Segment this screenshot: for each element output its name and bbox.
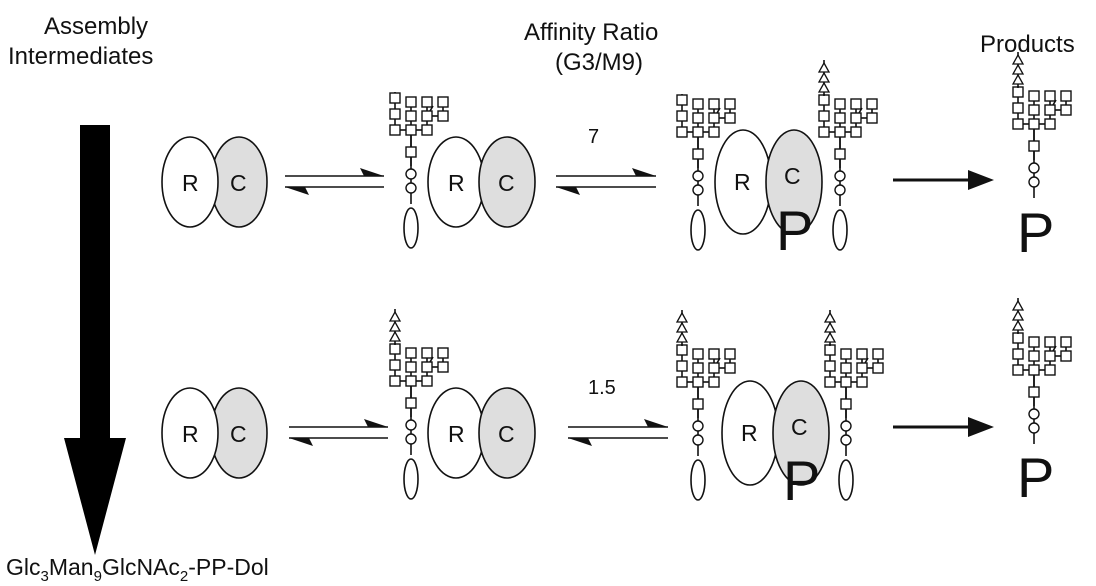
subunit-r-label: R: [448, 170, 465, 196]
formula-glcnac-sub: 2: [180, 568, 188, 585]
header-affinity-line2: (G3/M9): [555, 49, 643, 76]
product-p-label: P: [1017, 446, 1054, 509]
formula-glcnac: GlcNAc: [102, 554, 180, 580]
product-p-label: P: [776, 199, 813, 262]
product-p-label: P: [1017, 201, 1054, 264]
subunit-c-label: C: [498, 170, 515, 196]
formula-tail: -PP-Dol: [188, 554, 269, 580]
precursor-formula: Glc3Man9GlcNAc2-PP-Dol: [6, 554, 269, 585]
affinity-ratio-value: 1.5: [588, 377, 616, 399]
forward-arrow: [893, 170, 994, 190]
subunit-c: [478, 387, 536, 479]
equilibrium-arrow: [568, 419, 668, 446]
equilibrium-arrow: [289, 419, 388, 446]
row-2: R C R C 1.5 R C P: [161, 298, 1071, 512]
subunit-c: [765, 129, 823, 235]
subunit-r-label: R: [741, 420, 758, 446]
header-assembly-line2: Intermediates: [8, 43, 153, 70]
equilibrium-arrow: [556, 168, 656, 195]
product-p-label: P: [783, 449, 820, 512]
subunit-r-label: R: [182, 170, 199, 196]
header-assembly-line1: Assembly: [44, 13, 148, 40]
subunit-c-label: C: [498, 421, 515, 447]
formula-glc: Glc: [6, 554, 41, 580]
product-glycan-icon: [1013, 52, 1071, 198]
subunit-r: [161, 136, 219, 228]
subunit-r-label: R: [734, 169, 751, 195]
formula-man-sub: 9: [94, 568, 102, 585]
subunit-c-label: C: [230, 421, 247, 447]
subunit-r-label: R: [448, 421, 465, 447]
subunit-c-label: C: [784, 163, 801, 189]
formula-man: Man: [49, 554, 94, 580]
subunit-r-label: R: [182, 421, 199, 447]
subunit-c: [772, 380, 830, 486]
row-1: R C R C 7 R C P: [161, 52, 1071, 264]
affinity-ratio-value: 7: [588, 126, 599, 148]
subunit-r: [161, 387, 219, 479]
subunit-c-label: C: [230, 170, 247, 196]
formula-glc-sub: 3: [41, 568, 49, 585]
glucosylated-oligosaccharide-icon: [819, 60, 877, 251]
product-glycan-icon: [1013, 298, 1071, 444]
subunit-c-label: C: [791, 414, 808, 440]
forward-arrow: [893, 417, 994, 437]
subunit-c: [478, 136, 536, 228]
header-affinity-line1: Affinity Ratio: [524, 19, 658, 46]
assembly-progress-arrow: [64, 125, 126, 555]
header-products: Products: [980, 31, 1075, 58]
glucosylated-oligosaccharide-icon: [825, 310, 883, 501]
equilibrium-arrow: [285, 168, 384, 195]
